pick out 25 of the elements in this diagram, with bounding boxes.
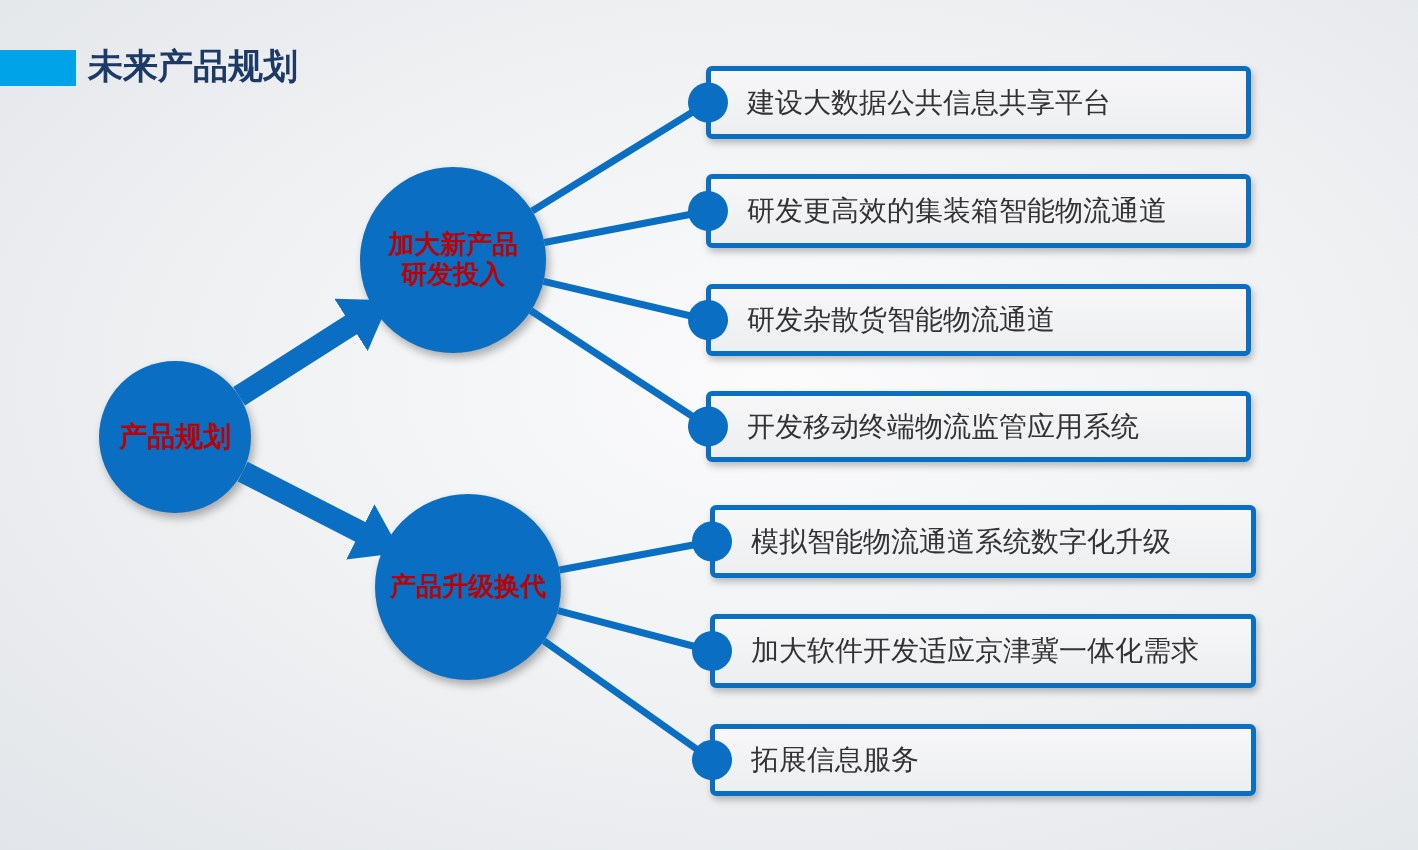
item-box [710, 614, 1256, 688]
item-text: 研发杂散货智能物流通道 [747, 303, 1055, 337]
connector-line [541, 637, 732, 780]
item-text: 建设大数据公共信息共享平台 [747, 85, 1111, 120]
connector-line [543, 191, 728, 246]
connector-line [557, 607, 732, 671]
item-box [706, 284, 1251, 356]
item-box [710, 505, 1256, 578]
item-box [706, 66, 1251, 139]
item-text: 模拟智能物流通道系统数字化升级 [751, 524, 1171, 559]
topic-label: 加大新产品研发投入 [386, 230, 519, 290]
connector-line [530, 82, 728, 215]
item-text: 开发移动终端物流监管应用系统 [747, 409, 1139, 444]
connector-line [558, 521, 732, 574]
connector-line [529, 307, 728, 447]
item-box [706, 174, 1251, 248]
item-text: 拓展信息服务 [751, 743, 919, 777]
topic-label: 产品升级换代 [389, 572, 547, 602]
item-text: 加大软件开发适应京津冀一体化需求 [751, 634, 1199, 668]
connector-line [542, 277, 728, 340]
item-box [706, 391, 1251, 462]
topic-label: 产品规划 [118, 420, 232, 454]
item-text: 研发更高效的集装箱智能物流通道 [747, 194, 1167, 228]
item-box [710, 724, 1256, 796]
slide-title: 未来产品规划 [88, 45, 298, 88]
